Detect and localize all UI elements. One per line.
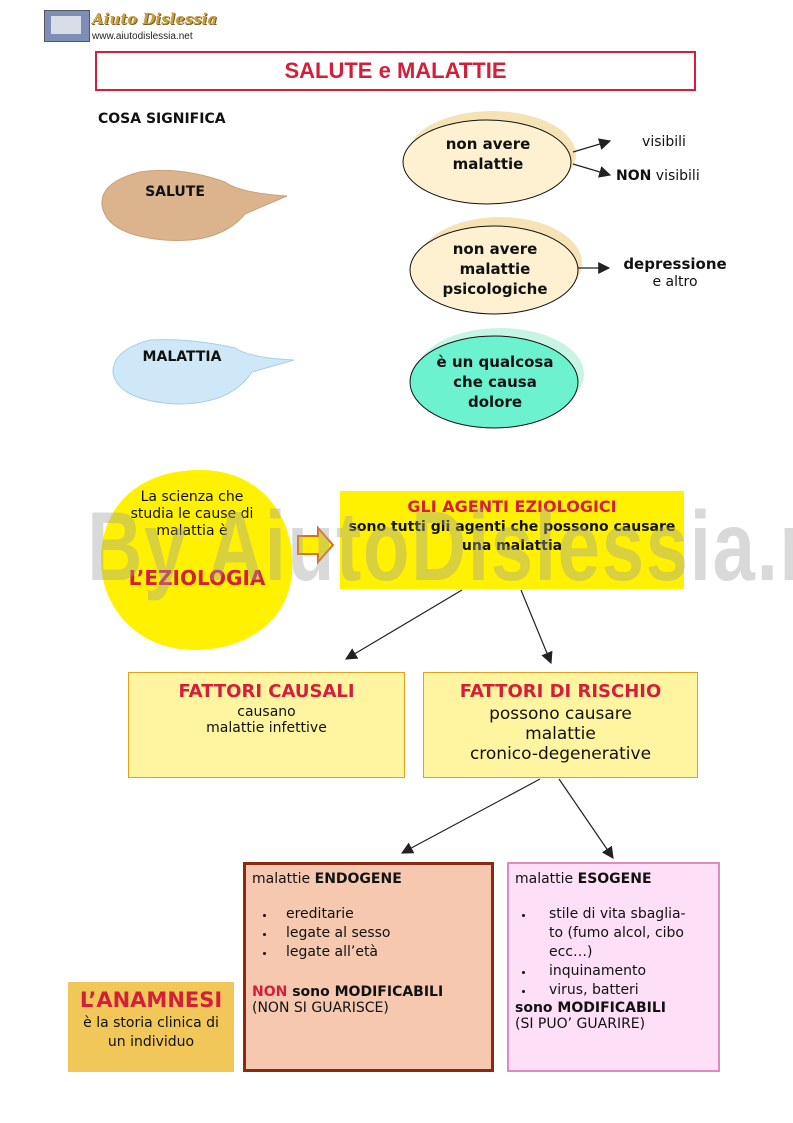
endogene-word: ENDOGENE	[314, 871, 402, 887]
non-avere-malattie-text: non avere malattie	[445, 135, 531, 173]
endogene-title: malattie ENDOGENE	[252, 871, 491, 887]
rischio-desc2: malattie	[525, 724, 596, 744]
non-avere-psico-bubble	[409, 225, 579, 315]
endogene-note: (NON SI GUARISCE)	[252, 1000, 389, 1016]
list-item: ereditarie	[276, 905, 491, 924]
arrow-to-causali	[344, 589, 463, 660]
esogene-mod: sono MODIFICABILI	[515, 1000, 666, 1016]
arrow-non-visibili	[572, 163, 612, 178]
endogene-non: NON	[252, 984, 288, 1000]
non-avere-malattie-bubble	[402, 119, 572, 205]
depressione-text: depressione	[623, 255, 727, 273]
list-item: legate all’età	[276, 943, 491, 962]
malattia-bubble	[112, 339, 295, 405]
visibili-word: visibili	[655, 168, 700, 184]
non-visibili-text: NON visibili	[616, 168, 700, 184]
anamnesi-desc: è la storia clinica di un individuo	[83, 1015, 219, 1050]
list-item: stile di vita sbaglia-to (fumo alcol, ci…	[535, 905, 699, 962]
endogene-mod: NON sono MODIFICABILI	[252, 984, 491, 1000]
endogene-mod-text: sono MODIFICABILI	[292, 984, 444, 1000]
agenti-text: GLI AGENTI EZIOLOGICI sono tutti gli age…	[342, 497, 682, 556]
esogene-note: (SI PUO’ GUARIRE)	[515, 1016, 646, 1032]
rischio-box: FATTORI DI RISCHIO possono causare malat…	[423, 672, 698, 778]
esogene-title: malattie ESOGENE	[515, 871, 718, 887]
endogene-list: ereditarie legate al sesso legate all’et…	[246, 905, 491, 962]
eziologia-text: La scienza che studia le cause di malatt…	[130, 489, 254, 539]
esogene-box: malattie ESOGENE stile di vita sbaglia-t…	[507, 862, 720, 1072]
eziologia-circle	[101, 470, 293, 650]
esogene-prefix: malattie	[515, 871, 574, 887]
logo-text: Aiuto Dislessia	[92, 10, 218, 28]
visibili-text: visibili	[642, 134, 686, 150]
non-avere-psico-text: non avere malattie psicologiche	[442, 240, 548, 298]
eziologia-term: L’EZIOLOGIA	[128, 566, 266, 590]
page-title: SALUTE e MALATTIE	[95, 51, 696, 91]
rischio-desc3: cronico-degenerative	[469, 744, 652, 764]
list-item: legate al sesso	[276, 924, 491, 943]
endogene-box: malattie ENDOGENE ereditarie legate al s…	[243, 862, 494, 1072]
esogene-word: ESOGENE	[577, 871, 652, 887]
esogene-list: stile di vita sbaglia-to (fumo alcol, ci…	[509, 905, 718, 1000]
dolore-bubble	[409, 335, 579, 429]
causali-head: FATTORI CAUSALI	[178, 681, 355, 702]
anamnesi-box: L’ANAMNESI è la storia clinica di un ind…	[68, 982, 234, 1072]
salute-bubble	[101, 169, 288, 241]
rischio-desc1: possono causare	[489, 704, 632, 724]
logo-url: www.aiutodislessia.net	[92, 31, 193, 42]
list-item: virus, batteri	[535, 981, 718, 1000]
non-word: NON	[616, 168, 652, 184]
malattia-label: MALATTIA	[142, 349, 222, 365]
arrow-to-esogene	[558, 778, 614, 859]
causali-box: FATTORI CAUSALI causano malattie infetti…	[128, 672, 405, 778]
causali-desc2: malattie infettive	[206, 720, 327, 736]
endogene-prefix: malattie	[252, 871, 311, 887]
block-arrow	[297, 525, 335, 565]
dolore-text: è un qualcosa che causa dolore	[436, 353, 554, 411]
logo-icon	[44, 10, 90, 42]
e-altro-text: e altro	[652, 274, 698, 290]
agenti-desc: sono tutti gli agenti che possono causar…	[348, 519, 676, 554]
anamnesi-head: L’ANAMNESI	[79, 988, 223, 1012]
cosa-significa-label: COSA SIGNIFICA	[98, 111, 226, 127]
agenti-head: GLI AGENTI EZIOLOGICI	[407, 497, 617, 516]
agenti-box	[340, 491, 684, 589]
salute-label: SALUTE	[145, 184, 205, 200]
rischio-head: FATTORI DI RISCHIO	[459, 681, 662, 702]
arrow-to-rischio	[520, 589, 553, 665]
arrow-to-endogene	[400, 778, 541, 854]
causali-desc1: causano	[237, 704, 296, 720]
list-item: inquinamento	[535, 962, 718, 981]
arrow-visibili	[572, 138, 612, 153]
